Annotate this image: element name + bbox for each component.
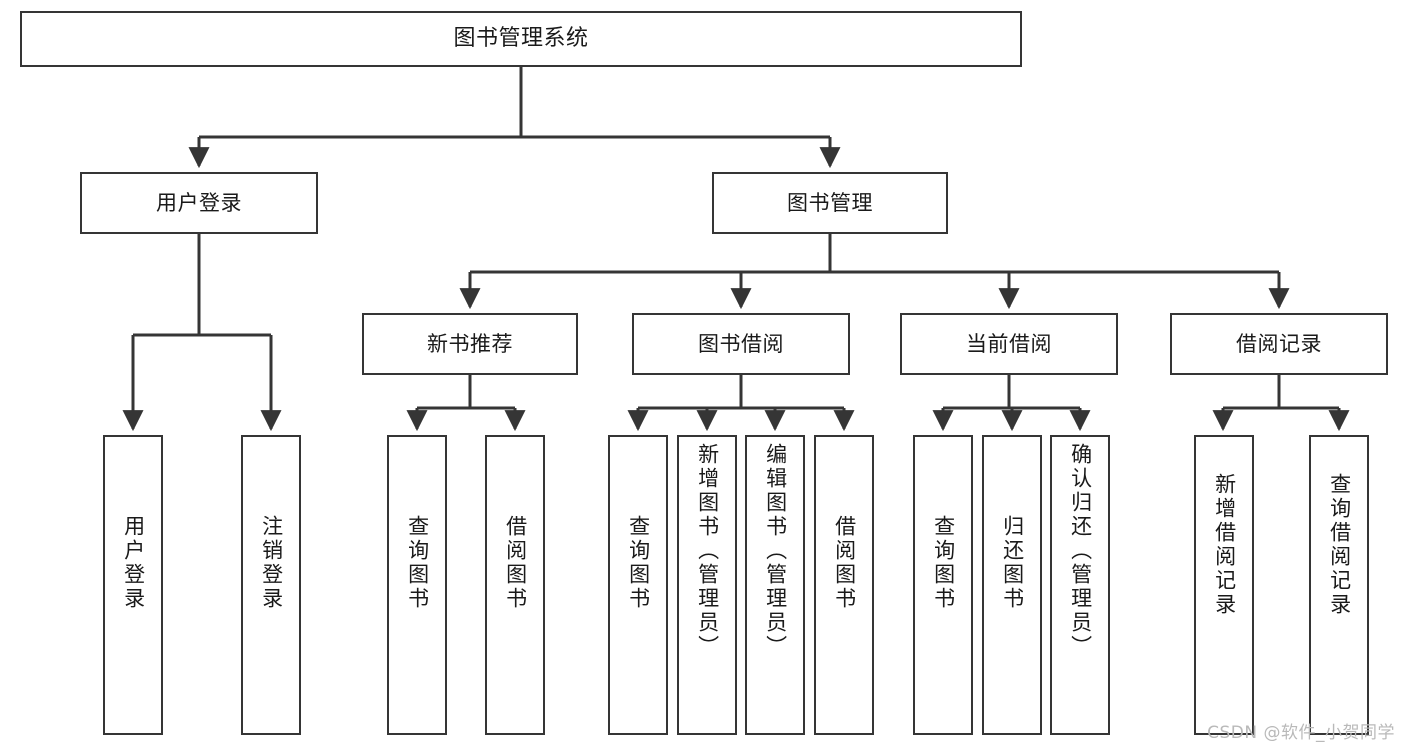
node-label: 查询图书 <box>626 515 651 611</box>
leaf-query-book-3[interactable]: 查询图书 <box>913 435 973 735</box>
leaf-query-borrow-record[interactable]: 查询借阅记录 <box>1309 435 1369 735</box>
node-label: 借阅图书 <box>832 515 857 611</box>
node-label: 当前借阅 <box>966 331 1052 356</box>
node-new-book-recommend[interactable]: 新书推荐 <box>362 313 578 375</box>
node-label: 编辑图书（管理员） <box>763 443 788 659</box>
node-label: 确认归还（管理员） <box>1068 443 1093 659</box>
node-label: 新书推荐 <box>427 331 513 356</box>
node-book-borrow[interactable]: 图书借阅 <box>632 313 850 375</box>
node-borrow-record[interactable]: 借阅记录 <box>1170 313 1388 375</box>
node-user-login[interactable]: 用户登录 <box>80 172 318 234</box>
node-book-management[interactable]: 图书管理 <box>712 172 948 234</box>
leaf-logout-login[interactable]: 注销登录 <box>241 435 301 735</box>
leaf-query-book-1[interactable]: 查询图书 <box>387 435 447 735</box>
node-label: 用户登录 <box>121 515 146 611</box>
node-label: 借阅记录 <box>1236 331 1322 356</box>
leaf-confirm-return[interactable]: 确认归还（管理员） <box>1050 435 1110 735</box>
leaf-user-login[interactable]: 用户登录 <box>103 435 163 735</box>
node-label: 查询图书 <box>405 515 430 611</box>
node-label: 借阅图书 <box>503 515 528 611</box>
leaf-add-book[interactable]: 新增图书（管理员） <box>677 435 737 735</box>
node-label: 查询图书 <box>931 515 956 611</box>
node-label: 查询借阅记录 <box>1327 473 1352 617</box>
leaf-return-book[interactable]: 归还图书 <box>982 435 1042 735</box>
leaf-borrow-book-1[interactable]: 借阅图书 <box>485 435 545 735</box>
node-label: 新增借阅记录 <box>1212 473 1237 617</box>
watermark-csdn: CSDN @软件_小贺同学 <box>1207 723 1395 743</box>
node-current-borrow[interactable]: 当前借阅 <box>900 313 1118 375</box>
leaf-borrow-book-2[interactable]: 借阅图书 <box>814 435 874 735</box>
node-label: 图书管理 <box>787 190 873 215</box>
leaf-query-book-2[interactable]: 查询图书 <box>608 435 668 735</box>
node-label: 新增图书（管理员） <box>695 443 720 659</box>
node-label: 用户登录 <box>156 190 242 215</box>
node-label: 图书借阅 <box>698 331 784 356</box>
node-label: 注销登录 <box>259 515 284 611</box>
node-root-system[interactable]: 图书管理系统 <box>20 11 1022 67</box>
node-label: 图书管理系统 <box>453 26 589 52</box>
leaf-add-borrow-record[interactable]: 新增借阅记录 <box>1194 435 1254 735</box>
leaf-edit-book[interactable]: 编辑图书（管理员） <box>745 435 805 735</box>
node-label: 归还图书 <box>1000 515 1025 611</box>
